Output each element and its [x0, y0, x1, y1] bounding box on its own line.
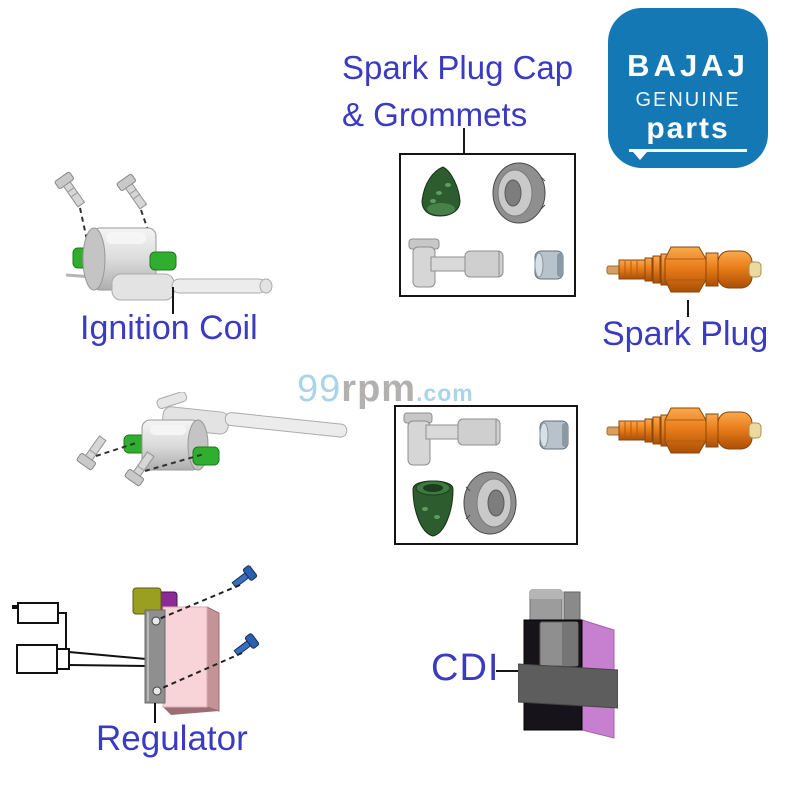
grommet-cone [412, 480, 454, 537]
heading-line-2: & Grommets [342, 96, 528, 133]
grommet-right [192, 446, 220, 466]
ignition-coil-1-svg [54, 171, 273, 301]
grommet-cone [421, 166, 461, 217]
watermark-dotcom: .com [416, 380, 474, 406]
cap-grommet-small [539, 420, 569, 450]
coil-ht-lead [111, 273, 273, 301]
regulator-body [162, 606, 220, 715]
screw-hole [152, 686, 162, 696]
regulator-illustration [10, 563, 270, 730]
spark-plug-cap-elbow [408, 238, 504, 288]
bolt-icon [76, 435, 107, 471]
bolt-icon [116, 173, 148, 210]
watermark-rpm: rpm [341, 368, 417, 410]
bolt-guide-line [95, 442, 137, 457]
cap-grommet-small [534, 250, 564, 280]
spark-plug-cap-elbow [403, 412, 501, 466]
ignition-coil-1-illustration [28, 162, 278, 312]
spark-plug-2-svg [606, 407, 762, 454]
bolt-guide-line [158, 584, 241, 620]
cdi-band [517, 663, 619, 709]
logo-brand-text: BAJAJ [627, 48, 749, 83]
logo-genuine-text: GENUINE [635, 89, 741, 111]
spark-plug-label: Spark Plug [602, 315, 769, 353]
logo-parts-text: parts [646, 112, 730, 145]
pointer-line-spark-plug [687, 300, 689, 317]
bolt-guide-line [144, 453, 205, 472]
pointer-line-heading-to-box1 [463, 128, 465, 153]
regulator-bracket [144, 609, 166, 704]
spark-plug-cap-heading: Spark Plug Cap & Grommets [342, 44, 573, 138]
ignition-coil-label: Ignition Coil [80, 309, 258, 347]
spark-plug-2-illustration [605, 398, 763, 469]
box1-parts-svg [408, 162, 564, 288]
coil-body [82, 227, 157, 291]
pointer-line-cdi [496, 670, 518, 672]
spark-plug-body [606, 246, 762, 293]
spark-plug-cap-grommets-box-2 [394, 405, 578, 545]
regulator-label: Regulator [96, 719, 248, 758]
bolt-guide-line [159, 652, 243, 690]
logo-chevron-icon [633, 152, 647, 160]
cdi-illustration [517, 588, 619, 748]
grommet-right [149, 251, 177, 271]
bolt-icon [54, 171, 86, 208]
box2-parts-svg [403, 412, 569, 537]
wiring-connectors [12, 602, 147, 674]
regulator-svg [12, 565, 260, 723]
screw-hole [151, 616, 161, 626]
ignition-coil-2-svg [76, 391, 348, 487]
spark-plug-body [606, 407, 762, 454]
bolt-icon [233, 633, 260, 657]
cdi-connectors [529, 589, 581, 625]
spark-plug-1-illustration [605, 237, 763, 308]
spark-plug-cap-grommets-box-1 [399, 153, 576, 297]
cdi-svg [517, 589, 619, 739]
heading-line-1: Spark Plug Cap [342, 49, 574, 86]
bajaj-genuine-parts-logo: BAJAJ GENUINE parts [608, 8, 768, 168]
ignition-coil-2-illustration [60, 391, 350, 505]
pointer-line-ignition-coil [172, 287, 174, 314]
bolt-icon [231, 565, 258, 589]
grommet-dome [463, 471, 517, 535]
watermark-99: 99 [297, 368, 342, 410]
bolt-icon [124, 451, 155, 487]
grommet-dome [492, 162, 546, 224]
spark-plug-1-svg [606, 246, 762, 293]
logo-underline [629, 149, 747, 160]
watermark: 99rpm.com [297, 368, 474, 411]
cdi-label: CDI [431, 647, 500, 689]
